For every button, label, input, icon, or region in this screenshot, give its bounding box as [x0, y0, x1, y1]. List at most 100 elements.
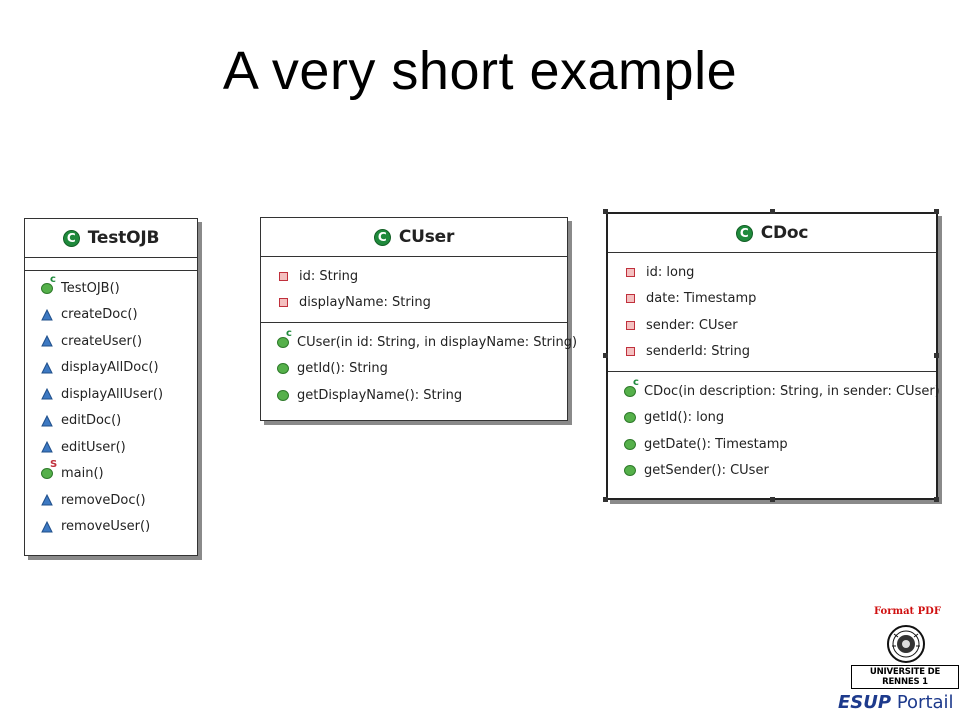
- method-signature: getDate(): Timestamp: [644, 436, 788, 452]
- static-marker: S: [50, 459, 58, 471]
- resize-handle-n[interactable]: [770, 209, 775, 214]
- methods-section: c CDoc(in description: String, in sender…: [608, 372, 940, 490]
- package-method-icon: [41, 494, 53, 506]
- method-row[interactable]: displayAllUser(): [25, 381, 197, 408]
- constructor-icon: c: [41, 274, 56, 294]
- method-row[interactable]: getId(): long: [608, 405, 936, 432]
- class-name: CUser: [398, 227, 455, 247]
- method-signature: createUser(): [61, 333, 143, 349]
- fields-section: id: String displayName: String: [261, 257, 567, 323]
- private-field-icon: [279, 298, 288, 308]
- resize-handle-e[interactable]: [934, 353, 939, 358]
- field-row[interactable]: date: Timestamp: [608, 286, 936, 313]
- format-pdf-link[interactable]: Format PDF: [874, 606, 941, 617]
- field-signature: id: long: [646, 264, 695, 280]
- private-field-icon: [626, 320, 635, 330]
- public-method-icon: [277, 389, 289, 401]
- resize-handle-ne[interactable]: [934, 209, 939, 214]
- method-signature: CUser(in id: String, in displayName: Str…: [297, 334, 578, 350]
- public-method-icon: [277, 363, 289, 375]
- field-signature: id: String: [299, 268, 359, 284]
- method-row[interactable]: editUser(): [25, 434, 197, 461]
- field-signature: displayName: String: [299, 295, 431, 311]
- method-signature: getSender(): CUser: [644, 463, 769, 479]
- method-row[interactable]: getDate(): Timestamp: [608, 431, 936, 458]
- method-signature: removeDoc(): [61, 492, 146, 508]
- methods-section: c CUser(in id: String, in displayName: S…: [261, 323, 577, 415]
- package-method-icon: [41, 388, 53, 400]
- method-signature: removeUser(): [61, 519, 151, 535]
- esup-brand: ESUP: [838, 692, 892, 713]
- public-method-icon: [624, 412, 636, 424]
- method-signature: displayAllDoc(): [61, 360, 159, 376]
- method-row[interactable]: removeDoc(): [25, 487, 197, 514]
- constructor-icon: c: [277, 328, 292, 348]
- methods-section: c TestOJB() createDoc() createUser() dis…: [25, 271, 197, 544]
- private-field-icon: [626, 294, 635, 304]
- private-field-icon: [626, 267, 635, 277]
- method-row[interactable]: getDisplayName(): String: [261, 382, 567, 409]
- package-method-icon: [41, 520, 53, 533]
- method-signature: editDoc(): [61, 413, 122, 429]
- class-name: TestOJB: [87, 228, 160, 248]
- constructor-marker: c: [286, 327, 292, 339]
- field-signature: senderId: String: [646, 344, 750, 360]
- field-row[interactable]: senderId: String: [608, 339, 936, 366]
- private-field-icon: [279, 271, 288, 281]
- method-row[interactable]: S main(): [25, 460, 197, 488]
- method-row[interactable]: displayAllDoc(): [25, 355, 197, 382]
- method-row[interactable]: c TestOJB(): [25, 274, 197, 302]
- uml-class-testojb[interactable]: C TestOJB c TestOJB() createDoc() create…: [24, 218, 198, 556]
- constructor-marker: c: [633, 376, 639, 388]
- class-name: CDoc: [760, 223, 809, 243]
- constructor-marker: c: [50, 273, 56, 285]
- method-row[interactable]: getSender(): CUser: [608, 458, 936, 485]
- field-row[interactable]: id: String: [261, 263, 567, 290]
- class-icon: C: [62, 229, 80, 247]
- resize-handle-sw[interactable]: [603, 497, 608, 502]
- resize-handle-nw[interactable]: [603, 209, 608, 214]
- field-signature: sender: CUser: [646, 317, 738, 333]
- private-field-icon: [626, 347, 635, 357]
- package-method-icon: [41, 361, 53, 374]
- resize-handle-se[interactable]: [934, 497, 939, 502]
- constructor-icon: c: [624, 377, 639, 397]
- class-icon: C: [373, 228, 391, 246]
- portail-word: Portail: [896, 692, 954, 713]
- class-header: C CUser: [261, 218, 567, 257]
- uml-class-cuser[interactable]: C CUser id: String displayName: String c…: [260, 217, 577, 421]
- field-row[interactable]: sender: CUser: [608, 312, 936, 339]
- resize-handle-w[interactable]: [603, 353, 608, 358]
- method-row[interactable]: removeUser(): [25, 514, 197, 541]
- slide-title: A very short example: [222, 41, 738, 101]
- public-method-icon: [624, 438, 636, 450]
- method-row[interactable]: createDoc(): [25, 302, 197, 329]
- fields-section: id: long date: Timestamp sender: CUser s…: [608, 253, 936, 372]
- method-row[interactable]: createUser(): [25, 328, 197, 355]
- field-row[interactable]: displayName: String: [261, 290, 567, 317]
- university-seal-icon: [884, 624, 928, 669]
- class-header: C TestOJB: [25, 219, 197, 258]
- method-signature: CDoc(in description: String, in sender: …: [644, 383, 940, 399]
- method-signature: displayAllUser(): [61, 386, 164, 402]
- static-method-icon: S: [41, 460, 57, 480]
- method-row[interactable]: getId(): String: [261, 356, 567, 383]
- field-signature: date: Timestamp: [646, 291, 757, 307]
- package-method-icon: [41, 441, 53, 453]
- method-signature: getId(): long: [644, 410, 725, 426]
- package-method-icon: [41, 308, 53, 321]
- field-row[interactable]: id: long: [608, 259, 936, 286]
- resize-handle-s[interactable]: [770, 497, 775, 502]
- class-icon: C: [735, 224, 753, 242]
- package-method-icon: [41, 335, 53, 347]
- method-row[interactable]: c CUser(in id: String, in displayName: S…: [261, 328, 577, 356]
- fields-section: [25, 258, 197, 271]
- method-row[interactable]: c CDoc(in description: String, in sender…: [608, 377, 940, 405]
- university-name: UNIVERSITE DE RENNES 1: [851, 665, 959, 689]
- esup-portail-logo[interactable]: ESUP Portail: [838, 692, 954, 713]
- uml-class-cdoc[interactable]: C CDoc id: long date: Timestamp sender: …: [606, 212, 940, 500]
- method-signature: editUser(): [61, 439, 126, 455]
- method-row[interactable]: editDoc(): [25, 408, 197, 435]
- method-signature: getId(): String: [297, 361, 388, 377]
- public-method-icon: [624, 465, 636, 477]
